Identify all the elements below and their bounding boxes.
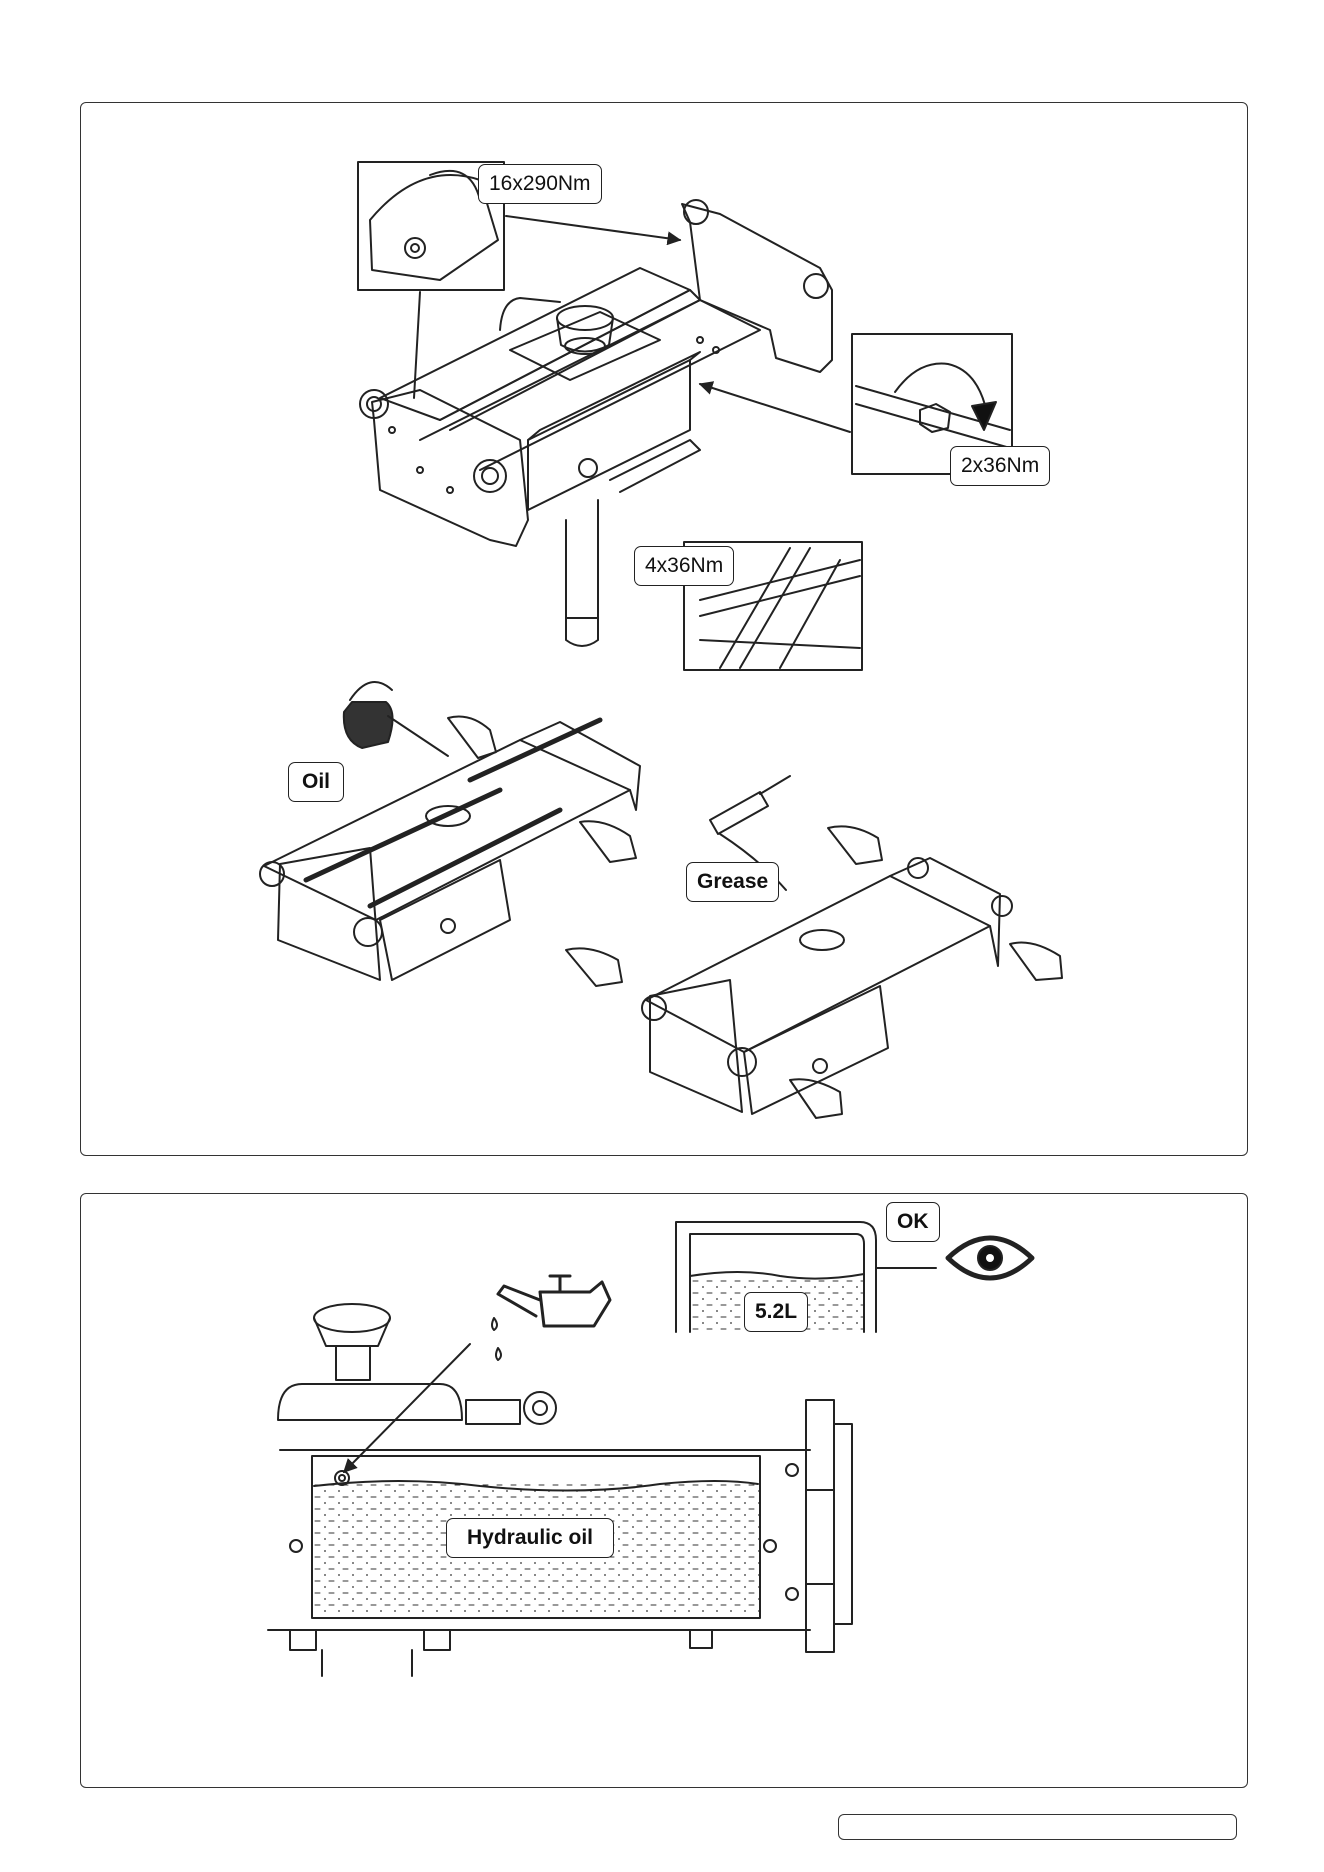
torque-side-label: 2x36Nm [950,446,1050,486]
volume-label: 5.2L [744,1292,808,1332]
grease-label: Grease [686,862,779,902]
footer-box [838,1814,1237,1840]
eye-icon [948,1238,1032,1278]
torque-main-label: 16x290Nm [478,164,602,204]
hydraulic-oil-label: Hydraulic oil [446,1518,614,1558]
oil-can-icon [344,682,448,756]
hydraulic-unit-side-view [268,1304,852,1676]
oil-frame-assembly [260,720,640,980]
torque-bottom-label: 4x36Nm [634,546,734,586]
ok-label: OK [886,1202,940,1242]
oil-label: Oil [288,762,344,802]
oil-refill-icon [344,1276,610,1472]
